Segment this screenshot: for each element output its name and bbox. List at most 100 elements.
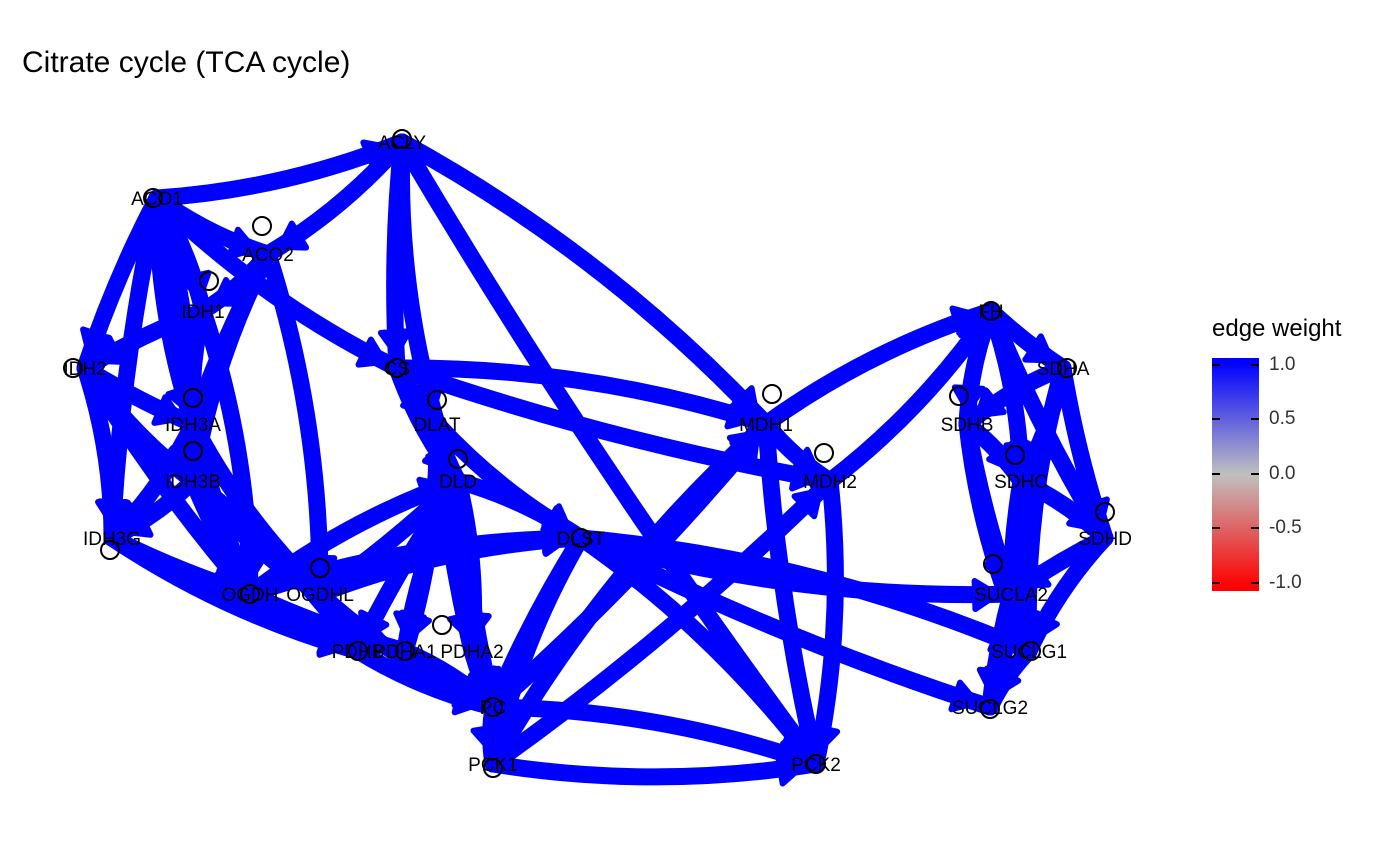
arrowhead-SDHC-SDHD — [1066, 500, 1098, 532]
arrowhead-IDH3B-OGDHL — [279, 559, 312, 590]
node-label-suclg1: SUCLG1 — [991, 642, 1067, 663]
node-label-pdha2: PDHA2 — [440, 642, 503, 663]
arrowhead-SDHC-SUCLA2 — [994, 554, 1029, 584]
edge-PCK1-MDH1 — [484, 415, 775, 773]
edge-CS-MDH1 — [388, 359, 775, 433]
arrowhead-IDH2-IDH3A — [151, 394, 184, 426]
node-marker-dld — [448, 449, 468, 469]
node-label-idh3g: IDH3G — [83, 529, 141, 550]
node-label-pck2: PCK2 — [791, 755, 841, 776]
arrowhead-DLD-PDHA1 — [393, 610, 428, 641]
legend-tick-label: -1.0 — [1269, 572, 1302, 593]
node-marker-sucla2 — [983, 554, 1003, 574]
arrowhead-IDH1-IDH2 — [94, 334, 127, 365]
node-marker-pdha2 — [432, 615, 452, 635]
arrowhead-ACO2-IDH1 — [211, 276, 244, 307]
node-label-fh: FH — [978, 302, 1003, 323]
arrowhead-OGDHL-DLD — [419, 487, 451, 520]
node-label-sdha: SDHA — [1037, 359, 1090, 380]
node-marker-suclg2 — [980, 699, 1000, 719]
node-label-pdha1: PDHA1 — [373, 642, 436, 663]
arrowhead-MDH1-MDH2 — [789, 446, 822, 477]
arrowhead-SUCLG1-SUCLG2 — [990, 665, 1022, 698]
node-label-aco2: ACO2 — [242, 245, 294, 266]
arrowhead-IDH2-IDH3B — [152, 445, 185, 476]
network-graph: ACLYACO1ACO2IDH1IDH2IDH3AIDH3BIDH3GOGDHD… — [63, 129, 1132, 787]
edge-PCK1-PCK2 — [484, 755, 825, 786]
node-marker-sdhd — [1095, 502, 1115, 522]
node-marker-pdhb — [348, 641, 368, 661]
node-marker-ogdh — [240, 584, 260, 604]
node-marker-pck1 — [483, 758, 503, 778]
node-marker-mdh2 — [814, 443, 834, 463]
node-label-idh3a: IDH3A — [165, 415, 221, 436]
arrowhead-DLST-SUCLG2 — [948, 679, 980, 713]
node-label-idh1: IDH1 — [181, 302, 224, 323]
arrowhead-IDH3G-OGDH — [208, 566, 240, 600]
legend-tick-label: 1.0 — [1269, 354, 1296, 375]
arrowhead-IDH3B-OGDH — [216, 552, 247, 586]
arrowhead-PDHA2-PC — [462, 665, 494, 698]
node-marker-fh — [981, 301, 1001, 321]
arrowhead-IDH3A-IDH3B — [170, 440, 205, 471]
node-label-mdh2: MDH2 — [803, 472, 857, 493]
legend-tick-mark — [1251, 582, 1259, 584]
node-label-mdh1: MDH1 — [739, 415, 793, 436]
node-label-idh2: IDH2 — [63, 359, 106, 380]
arrowhead-SDHA-SDHB — [974, 387, 1007, 419]
arrowhead-DLAT-DLD — [425, 439, 456, 472]
node-marker-sdhc — [1005, 445, 1025, 465]
node-label-sucla2: SUCLA2 — [974, 585, 1048, 606]
node-label-sdhc: SDHC — [994, 472, 1048, 493]
legend-tick-label: 0.5 — [1269, 408, 1296, 429]
edge-DLST-PCK2 — [572, 529, 825, 773]
node-label-pc: PC — [480, 698, 506, 719]
arrowhead-MDH2-PCK2 — [806, 722, 841, 754]
node-label-pck1: PCK1 — [468, 755, 518, 776]
node-marker-idh3b — [183, 441, 203, 461]
legend-tick-mark — [1251, 527, 1259, 529]
arrowhead-PCK1-PCK2 — [775, 752, 806, 787]
node-label-dlst: DLST — [557, 529, 606, 550]
arrowhead-ACLY-CS — [377, 328, 412, 358]
edge-MDH2-PCK2 — [807, 472, 844, 773]
node-marker-aco2 — [252, 216, 272, 236]
arrowhead-DLST-PC — [491, 665, 523, 698]
legend-tick-mark — [1212, 473, 1220, 475]
node-marker-pc — [483, 697, 503, 717]
arrowhead-ACO1-CS — [355, 336, 388, 368]
arrowhead-ACO1-IDH1 — [178, 269, 212, 301]
edge-PC-PCK2 — [484, 698, 825, 773]
arrowhead-SDHD-SUCLA2 — [1019, 558, 1052, 589]
legend-tick-mark — [1251, 418, 1259, 420]
arrowhead-OGDH-PDHB — [316, 623, 348, 656]
node-label-suclg2: SUCLG2 — [952, 698, 1028, 719]
node-marker-ogdhl — [310, 558, 330, 578]
arrowhead-MDH2-FH — [956, 319, 987, 352]
node-marker-sdhb — [949, 386, 969, 406]
node-label-dlat: DLAT — [413, 415, 461, 436]
node-label-ogdh: OGDH — [222, 585, 279, 606]
node-label-idh3b: IDH3B — [165, 472, 221, 493]
node-marker-idh2 — [63, 358, 83, 378]
node-marker-sdha — [1057, 358, 1077, 378]
node-label-sdhd: SDHD — [1078, 529, 1132, 550]
nodes-layer: ACLYACO1ACO2IDH1IDH2IDH3AIDH3BIDH3GOGDHD… — [63, 129, 1132, 778]
node-marker-mdh1 — [762, 384, 782, 404]
edge-MDH1-PCK2 — [757, 415, 825, 773]
arrowhead-PCK1-MDH2 — [791, 487, 824, 520]
node-marker-pdha1 — [395, 641, 415, 661]
edge-ACLY-MDH1 — [393, 133, 775, 433]
arrowhead-IDH3B-IDH3G — [121, 506, 154, 538]
node-marker-dlat — [427, 390, 447, 410]
node-marker-idh1 — [199, 271, 219, 291]
arrowhead-DLST-SUCLA2 — [971, 578, 1001, 613]
arrowhead-DLST-SUCLG1 — [987, 620, 1020, 653]
arrowhead-SDHA-SDHC — [1023, 439, 1054, 472]
arrowhead-FH-SDHA — [1022, 333, 1055, 364]
edge-PCK1-MDH2 — [484, 472, 839, 773]
node-marker-idh3a — [183, 388, 203, 408]
node-marker-acly — [392, 129, 412, 149]
arrowhead-FH-SDHB — [951, 384, 986, 414]
edge-SDHC-SDHD — [1012, 472, 1114, 547]
